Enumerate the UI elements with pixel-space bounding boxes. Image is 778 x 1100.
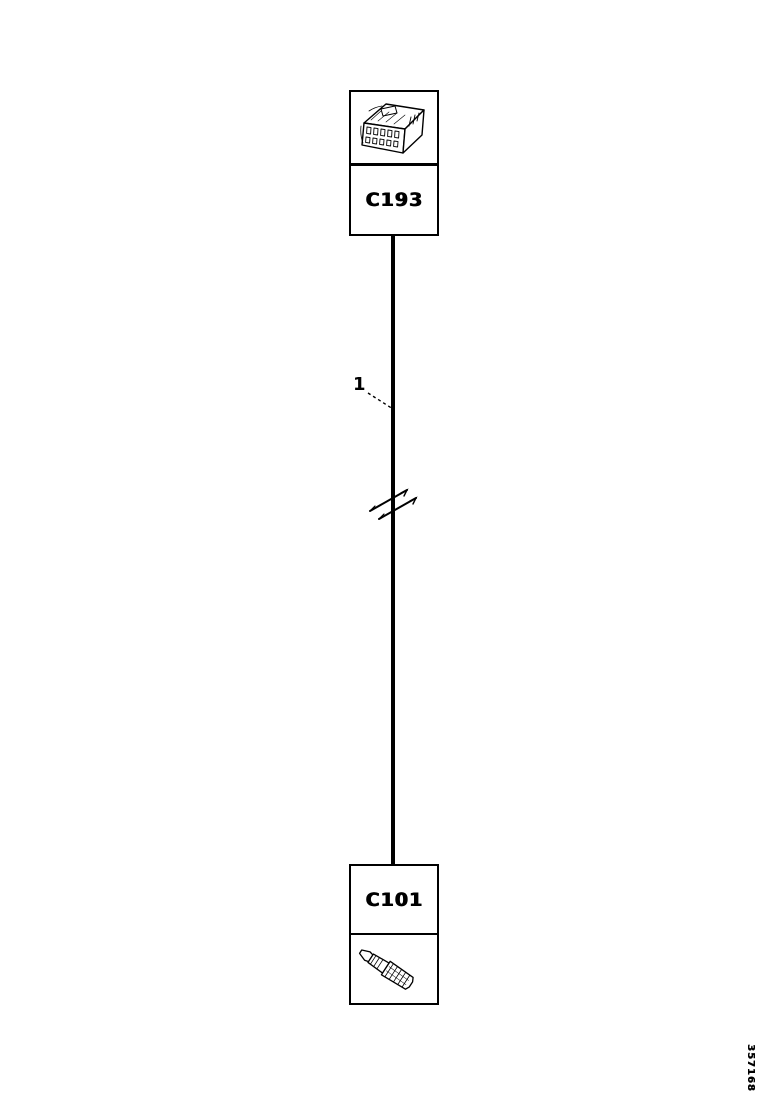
top-connector-label-cell: C193 [351,166,437,234]
bottom-connector-label: C101 [365,888,423,911]
top-connector-box: C193 [349,90,439,236]
multipin-connector-icon [360,102,425,154]
callout-leader-line [367,392,394,410]
wire-line [391,236,395,864]
terminal-pin-icon [358,949,414,990]
bottom-connector-box: C101 [349,864,439,1005]
top-connector-image-cell [351,92,437,166]
wire-callout-label: 1 [353,374,366,395]
doc-number: 357168 [745,1044,756,1092]
top-connector-label: C193 [365,189,423,211]
wire-break-icon [369,488,418,520]
bottom-connector-label-cell: C101 [351,866,437,935]
bottom-connector-image-cell [351,935,437,1003]
